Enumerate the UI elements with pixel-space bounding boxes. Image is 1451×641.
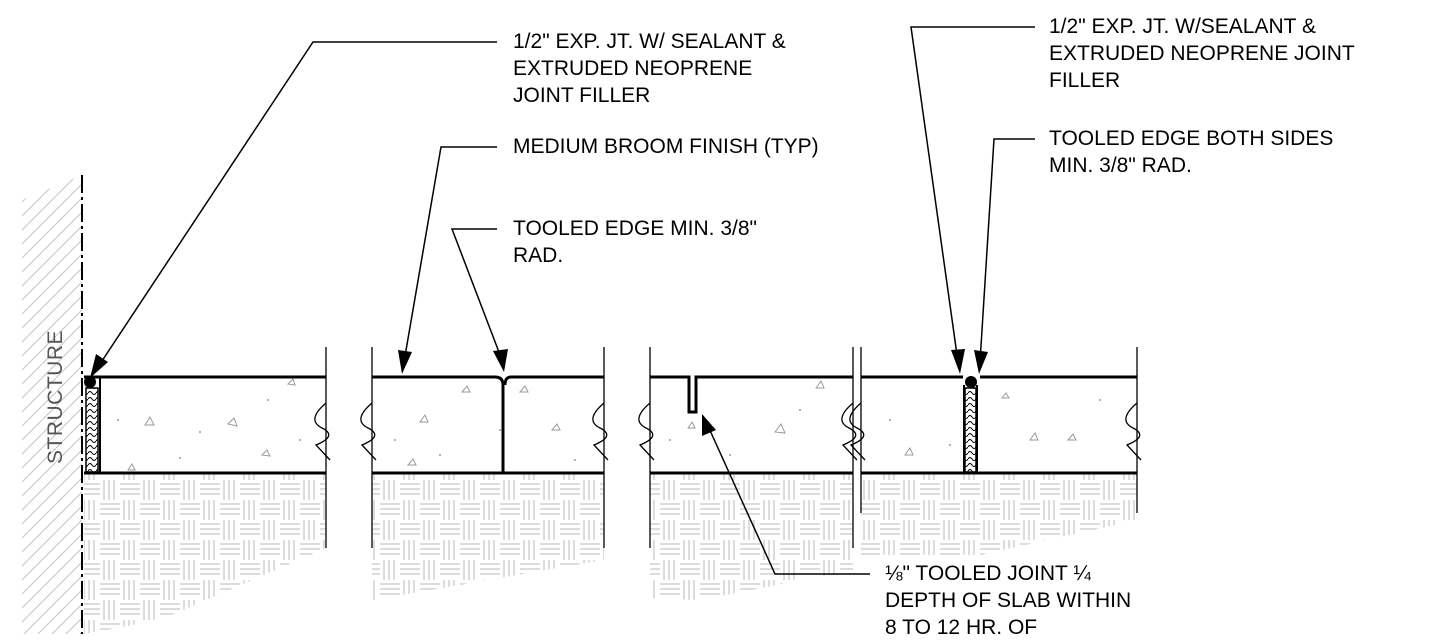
note-line: FILLER xyxy=(1049,69,1121,92)
note-line: ⅛" TOOLED JOINT ¼ xyxy=(885,562,1091,585)
note-tooled-joint: ⅛" TOOLED JOINT ¼ DEPTH OF SLAB WITHIN 8… xyxy=(885,560,1131,641)
note-line: TOOLED EDGE BOTH SIDES xyxy=(1049,127,1334,150)
structure-wall xyxy=(22,175,83,634)
note-line: RAD. xyxy=(513,244,564,267)
break-lines xyxy=(314,347,1142,548)
leader-lines xyxy=(95,26,1035,575)
note-line: EXTRUDED NEOPRENE xyxy=(513,57,753,80)
note-exp-joint-right: 1/2" EXP. JT. W/SEALANT & EXTRUDED NEOPR… xyxy=(1049,13,1355,94)
note-line: 1/2" EXP. JT. W/ SEALANT & xyxy=(513,30,786,53)
note-line: TOOLED EDGE MIN. 3/8" xyxy=(513,217,757,240)
slab-outlines xyxy=(84,375,1137,475)
note-tooled-edge: TOOLED EDGE MIN. 3/8" RAD. xyxy=(513,215,757,269)
note-line: JOINT FILLER xyxy=(513,84,651,107)
sealant-bead-right xyxy=(965,376,977,388)
joint-filler-right xyxy=(964,387,977,473)
note-line: 8 TO 12 HR. OF xyxy=(885,616,1038,639)
note-line: 1/2" EXP. JT. W/SEALANT & xyxy=(1049,15,1316,38)
note-broom-finish: MEDIUM BROOM FINISH (TYP) xyxy=(513,133,819,160)
concrete-texture xyxy=(127,378,1077,471)
note-line: MEDIUM BROOM FINISH (TYP) xyxy=(513,135,819,158)
leader-arrowheads xyxy=(90,349,988,436)
joint-filler-left xyxy=(85,387,99,473)
subgrade-fill xyxy=(84,473,1137,634)
note-exp-joint-left: 1/2" EXP. JT. W/ SEALANT & EXTRUDED NEOP… xyxy=(513,28,786,109)
concrete-dots xyxy=(117,399,1101,461)
structure-label: STRUCTURE xyxy=(44,330,67,464)
note-tooled-edge-both: TOOLED EDGE BOTH SIDES MIN. 3/8" RAD. xyxy=(1049,125,1333,179)
note-line: DEPTH OF SLAB WITHIN xyxy=(885,589,1132,612)
note-line: EXTRUDED NEOPRENE JOINT xyxy=(1049,42,1355,65)
note-line: MIN. 3/8" RAD. xyxy=(1049,154,1192,177)
sealant-bead-left xyxy=(84,376,96,388)
